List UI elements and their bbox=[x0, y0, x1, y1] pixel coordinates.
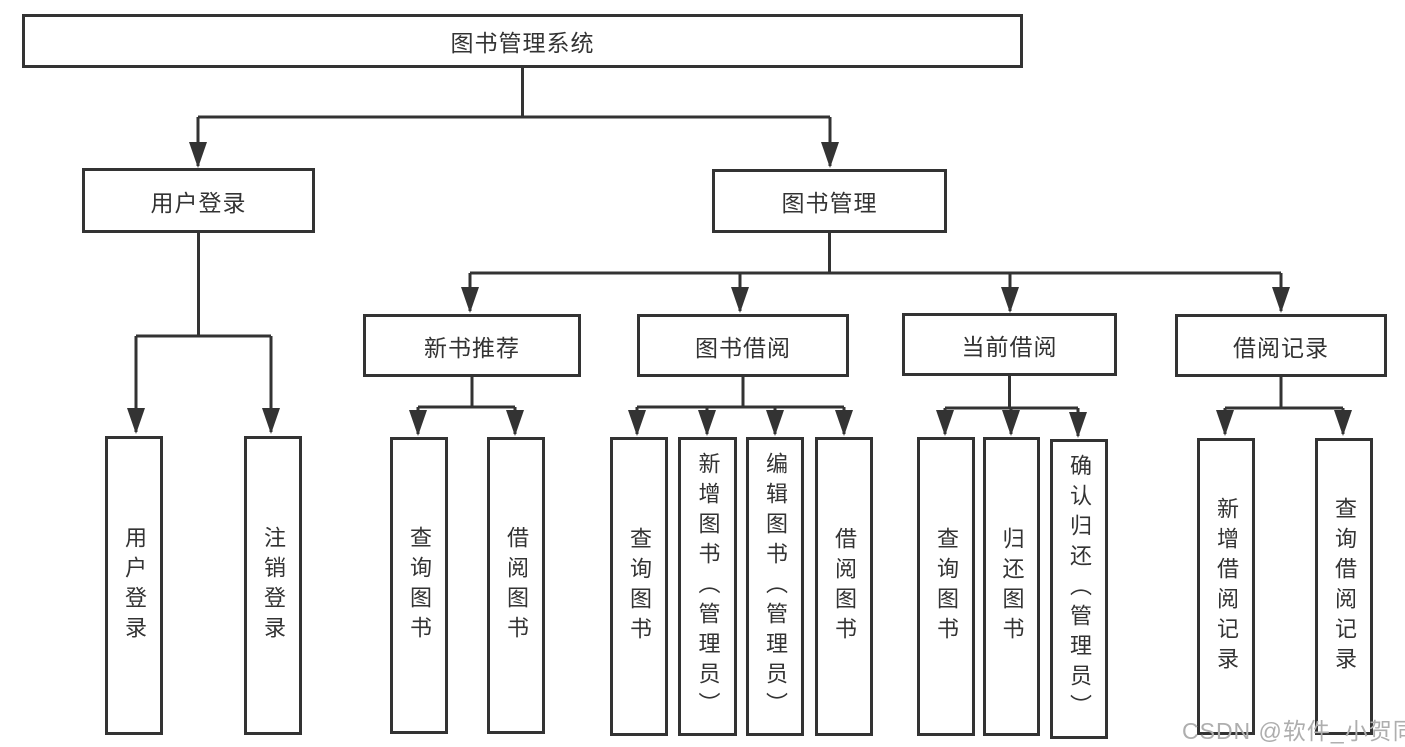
leaf-add-books-admin-label: 新增图书（管理员） bbox=[695, 451, 721, 722]
leaf-query-books-borrowing-label: 查询图书 bbox=[627, 526, 652, 647]
arrow-down-icon bbox=[127, 408, 145, 434]
node-book-borrowing-label: 图书借阅 bbox=[695, 334, 791, 361]
node-user-login-label: 用户登录 bbox=[150, 189, 247, 216]
leaf-query-books-current-label: 查询图书 bbox=[934, 526, 959, 647]
leaf-query-books-recommend: 查询图书 bbox=[390, 437, 448, 734]
leaf-user-login-label: 用户登录 bbox=[122, 525, 147, 646]
arrow-down-icon bbox=[835, 410, 853, 436]
arrow-down-icon bbox=[821, 142, 839, 168]
leaf-confirm-return-admin-label: 确认归还（管理员） bbox=[1067, 454, 1092, 724]
leaf-borrow-books-recommend: 借阅图书 bbox=[487, 437, 545, 734]
node-book-management-label: 图书管理 bbox=[781, 190, 878, 216]
node-current-borrowing-label: 当前借阅 bbox=[961, 333, 1058, 360]
arrow-down-icon bbox=[936, 410, 954, 436]
leaf-query-borrow-record: 查询借阅记录 bbox=[1315, 438, 1373, 735]
arrow-down-icon bbox=[731, 287, 749, 313]
node-current-borrowing: 当前借阅 bbox=[902, 313, 1117, 376]
connector-root-to-level2 bbox=[196, 68, 832, 166]
connector-book-borrow-children bbox=[635, 377, 846, 434]
leaf-logout-login: 注销登录 bbox=[244, 436, 302, 735]
arrow-down-icon bbox=[189, 142, 207, 168]
arrow-down-icon bbox=[1002, 410, 1020, 436]
leaf-add-borrow-record: 新增借阅记录 bbox=[1197, 438, 1255, 735]
node-root: 图书管理系统 bbox=[22, 14, 1023, 68]
leaf-query-books-recommend-label: 查询图书 bbox=[407, 525, 432, 646]
connector-user-login-children bbox=[134, 233, 273, 432]
arrow-down-icon bbox=[409, 410, 427, 436]
arrow-down-icon bbox=[461, 287, 479, 313]
node-book-borrowing: 图书借阅 bbox=[637, 314, 849, 377]
node-root-label: 图书管理系统 bbox=[450, 30, 595, 56]
arrow-down-icon bbox=[1069, 412, 1087, 438]
node-borrowing-records-label: 借阅记录 bbox=[1233, 334, 1329, 361]
node-user-login: 用户登录 bbox=[82, 168, 315, 233]
leaf-edit-books-admin: 编辑图书（管理员） bbox=[746, 437, 804, 736]
leaf-logout-login-label: 注销登录 bbox=[261, 525, 286, 646]
connector-borrow-record-children bbox=[1223, 377, 1345, 434]
connector-new-book-children bbox=[416, 377, 517, 434]
arrowheads bbox=[127, 142, 1352, 438]
arrow-down-icon bbox=[698, 410, 716, 436]
csdn-watermark: CSDN @软件_小贺同学 bbox=[1182, 718, 1405, 744]
arrow-down-icon bbox=[1272, 287, 1290, 313]
leaf-borrow-books-borrowing-label: 借阅图书 bbox=[832, 526, 857, 647]
leaf-user-login: 用户登录 bbox=[105, 436, 163, 735]
node-new-book-recommendation: 新书推荐 bbox=[363, 314, 581, 377]
node-borrowing-records: 借阅记录 bbox=[1175, 314, 1387, 377]
leaf-confirm-return-admin: 确认归还（管理员） bbox=[1050, 439, 1108, 739]
node-new-book-recommendation-label: 新书推荐 bbox=[424, 334, 520, 361]
arrow-down-icon bbox=[766, 410, 784, 436]
arrow-down-icon bbox=[1216, 410, 1234, 436]
node-book-management: 图书管理 bbox=[712, 169, 947, 233]
leaf-edit-books-admin-label: 编辑图书（管理员） bbox=[763, 451, 788, 722]
leaf-return-books: 归还图书 bbox=[983, 437, 1040, 736]
leaf-return-books-label: 归还图书 bbox=[999, 526, 1025, 647]
leaf-add-borrow-record-label: 新增借阅记录 bbox=[1214, 496, 1239, 677]
arrow-down-icon bbox=[262, 408, 280, 434]
leaf-query-borrow-record-label: 查询借阅记录 bbox=[1332, 496, 1357, 677]
arrow-down-icon bbox=[1001, 287, 1019, 313]
arrow-down-icon bbox=[506, 410, 524, 436]
leaf-borrow-books-borrowing: 借阅图书 bbox=[815, 437, 873, 736]
connector-book-mgmt-sections bbox=[468, 233, 1283, 311]
leaf-query-books-borrowing: 查询图书 bbox=[610, 437, 668, 736]
arrow-down-icon bbox=[628, 410, 646, 436]
leaf-add-books-admin: 新增图书（管理员） bbox=[678, 437, 737, 736]
leaf-query-books-current: 查询图书 bbox=[917, 437, 975, 736]
leaf-borrow-books-recommend-label: 借阅图书 bbox=[504, 525, 529, 646]
arrow-down-icon bbox=[1334, 410, 1352, 436]
